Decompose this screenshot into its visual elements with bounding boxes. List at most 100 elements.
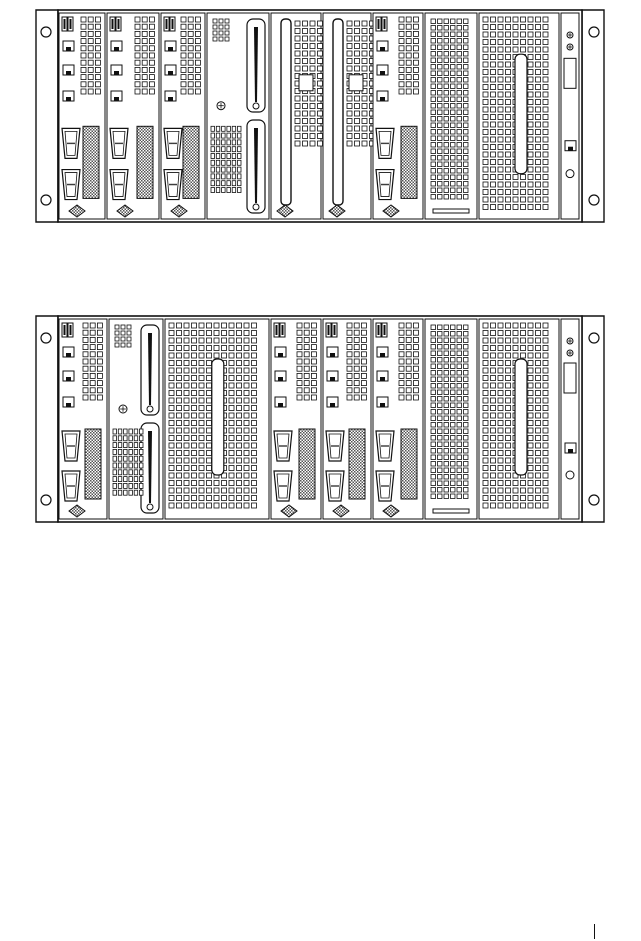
vent-hole [207,451,212,456]
vent-hole [451,52,456,57]
vent-hole [543,130,548,135]
vent-hole [406,67,411,72]
vent-hole [222,154,226,159]
vent-hole [543,376,548,381]
vent-hole [528,55,533,60]
vent-hole [543,107,548,112]
vent-hole [90,366,95,371]
vent-hole [464,338,469,343]
vent-hole [543,85,548,90]
ethernet-port-icon [275,371,286,381]
vent-hole [506,115,511,120]
vent-hole [192,353,197,358]
vent-hole [543,100,548,105]
vent-hole [543,331,548,336]
vent-hole [498,331,503,336]
vent-hole [451,39,456,44]
vent-hole [311,330,316,335]
vent-hole [199,458,204,463]
vent-hole [399,67,404,72]
vent-hole [483,383,488,388]
vent-hole [506,361,511,366]
vent-grid [81,17,100,94]
vent-hole [297,388,302,393]
vent-hole [113,449,117,454]
vent-hole [513,17,518,22]
vent-hole [444,84,449,89]
vent-hole [399,75,404,80]
vent-hole [361,388,366,393]
vent-hole [536,346,541,351]
vent-hole [413,345,418,350]
vent-hole [399,323,404,328]
vent-hole [498,428,503,433]
vent-hole [169,376,174,381]
vent-hole [464,175,469,180]
vent-hole [140,477,144,482]
vent-hole [252,391,257,396]
vent-hole [118,436,122,441]
vent-hole [184,338,189,343]
vent-hole [521,197,526,202]
vent-hole [222,338,227,343]
vent-hole [464,429,469,434]
vent-hole [536,167,541,172]
vent-hole [222,174,226,179]
vent-hole [88,67,93,72]
vent-hole [81,60,86,65]
vent-hole [438,19,443,24]
vent-hole [464,371,469,376]
vent-hole [438,455,443,460]
vent-hole [543,92,548,97]
usb-ports-icon [326,323,337,337]
vent-hole [506,368,511,373]
vent-hole [216,181,220,186]
vent-hole [140,449,144,454]
vent-hole [543,466,548,471]
vent-hole [457,84,462,89]
vent-hole [229,473,234,478]
vent-hole [238,160,242,165]
vent-hole [483,496,488,501]
vent-hole [491,406,496,411]
vent-hole [354,366,359,371]
vent-hole [444,364,449,369]
vent-hole [506,331,511,336]
vent-hole [451,169,456,174]
vent-hole [88,82,93,87]
vent-hole [444,71,449,76]
vent-hole [216,160,220,165]
vent-hole [464,377,469,382]
vent-hole [237,496,242,501]
pull-tab [433,509,469,513]
usb-ports-icon [110,17,121,31]
vent-hole [444,416,449,421]
vent-hole [177,466,182,471]
vent-hole [95,53,100,58]
vent-hole [347,66,352,71]
vent-hole [528,100,533,105]
vent-hole [543,481,548,486]
vent-hole [252,496,257,501]
vent-hole [90,373,95,378]
vent-hole [431,429,436,434]
vent-hole [81,24,86,29]
vent-hole [413,381,418,386]
vent-hole [444,169,449,174]
vent-hole [304,388,309,393]
vent-hole [438,390,443,395]
vent-hole [536,25,541,30]
vent-hole [347,126,352,131]
vent-hole [199,368,204,373]
vent-hole [451,123,456,128]
vent-hole [238,133,242,138]
vent-hole [431,104,436,109]
vent-hole [83,330,88,335]
vent-hole [431,371,436,376]
vent-hole [464,97,469,102]
vent-hole [149,82,154,87]
vent-hole [431,351,436,356]
vent-hole [543,398,548,403]
ethernet-port-icon [327,397,338,407]
vent-hole [451,195,456,200]
